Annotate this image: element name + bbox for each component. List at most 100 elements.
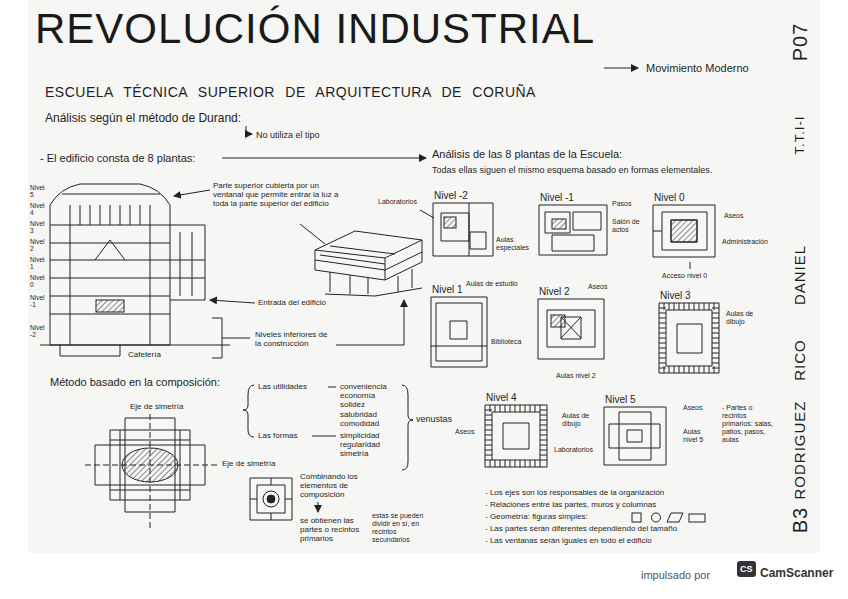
label-text: Nivel 1 <box>30 256 48 271</box>
leader-line <box>420 210 434 218</box>
label-text: Aulas nivel 5 <box>683 428 715 444</box>
floor-plan: Nivel 2 <box>537 286 605 360</box>
plan-hatch <box>552 219 566 229</box>
label-text: Aulas de estudio <box>466 280 518 288</box>
plan-sketch <box>603 406 667 466</box>
label-text: - Los ejes son los responsables de la or… <box>485 488 664 497</box>
leader-line <box>222 158 426 159</box>
plan-heading: Nivel 1 <box>430 284 488 296</box>
plan-walls <box>433 203 493 256</box>
floor-plan: Nivel 1 <box>430 284 488 368</box>
plan-walls <box>539 205 607 255</box>
plan-heading: Nivel 4 <box>484 392 548 404</box>
brace <box>243 385 254 437</box>
label-text: Eje de simetría <box>130 402 183 411</box>
plan-heading: Nivel 5 <box>603 394 667 406</box>
rectangle-icon <box>689 514 705 522</box>
label-text: Pasos <box>612 200 631 208</box>
brace <box>402 385 413 470</box>
leader-line <box>318 502 319 512</box>
label-text: Análisis según el método de Durand: <box>45 112 241 126</box>
vertical-label: P07 <box>789 23 812 62</box>
label-text: Nivel 4 <box>30 202 48 217</box>
label-text: estas se pueden dividir en sí, en recint… <box>372 512 434 544</box>
label-text: Nivel -2 <box>30 324 48 339</box>
label-text: Análisis de las 8 plantas de la Escuela: <box>432 148 622 161</box>
label-text: - Partes o recintos primarios: salas, pa… <box>722 404 774 444</box>
label-text: Nivel 2 <box>30 238 48 253</box>
label-text: Aseos <box>455 428 474 436</box>
label-text: CamScanner <box>760 567 833 581</box>
label-text: Movimiento Moderno <box>646 62 749 75</box>
building-section <box>40 184 230 356</box>
label-text: Aulas nivel 2 <box>556 372 596 380</box>
label-text: se obtienen las partes o recintos primar… <box>300 516 368 544</box>
floor-plan: Nivel 0 <box>652 192 716 258</box>
bracket <box>212 318 250 358</box>
label-text: Laboratorios <box>378 198 417 206</box>
label-text: Nivel 5 <box>30 184 48 199</box>
plan-heading: Nivel 2 <box>537 286 605 298</box>
label-text: - Las partes serán diferentes dependiend… <box>485 524 677 533</box>
plan-heading: Nivel -1 <box>538 192 608 204</box>
label-text: Nivel 3 <box>30 220 48 235</box>
label-text: Laboratorios <box>554 446 593 454</box>
floor-plan: Nivel 5 <box>603 394 667 466</box>
circle-icon <box>652 513 661 522</box>
square-icon <box>632 513 641 522</box>
floor-plan: Nivel 3 <box>658 290 720 374</box>
label-text: - Geometría: figuras simples: <box>485 512 588 521</box>
plan-circle <box>267 495 275 503</box>
title: REVOLUCIÓN INDUSTRIAL <box>35 6 595 52</box>
plan-sketch <box>484 404 548 468</box>
floor-plan: Nivel -1 <box>538 192 608 256</box>
label-text: ESCUELA TÉCNICA SUPERIOR DE ARQUITECTURA… <box>45 84 536 100</box>
vertical-label: RICO <box>791 339 808 381</box>
vertical-label: B3 <box>789 507 812 533</box>
label-text: Biblioteca <box>491 338 521 346</box>
label-text: Aseos <box>683 404 702 412</box>
label-text: Niveles inferiores de la construcción <box>255 330 333 348</box>
leader-line <box>336 300 404 345</box>
parallelogram-icon <box>667 513 683 522</box>
vertical-label: DANIEL <box>791 245 808 305</box>
drawings <box>40 68 705 528</box>
plan-walls <box>485 405 547 467</box>
label-text: Nivel -1 <box>30 294 48 309</box>
label-text: Nivel 0 <box>30 274 48 289</box>
square-plan <box>250 478 292 520</box>
hook-line <box>246 126 252 134</box>
label-text: Salón de actos <box>612 218 646 234</box>
plan-heading: Nivel 0 <box>652 192 716 204</box>
label-text: Cafetería <box>128 350 161 359</box>
dash-line <box>312 387 336 436</box>
leader-line <box>174 190 210 196</box>
symmetry-axis <box>85 414 218 528</box>
floor-plan: Nivel -2 <box>432 190 494 257</box>
label-text: Aseos <box>724 212 743 220</box>
section-hatch <box>96 300 124 312</box>
plan-walls <box>653 205 715 257</box>
label-text: - El edificio consta de 8 plantas: <box>40 152 195 165</box>
label-text: conveniencia economía solidez salubridad… <box>340 382 402 428</box>
floor-plan: Nivel 4 <box>484 392 548 468</box>
label-text: No utiliza el tipo <box>256 130 320 140</box>
building-perspective <box>315 231 422 296</box>
label-text: Todas ellas siguen el mismo esquema basa… <box>432 165 712 175</box>
label-text: CS <box>740 564 753 574</box>
leader-line <box>604 68 638 69</box>
label-text: Eje de simetría <box>222 459 275 468</box>
plan-circle <box>263 491 279 507</box>
label-text: Aulas especiales <box>496 236 536 252</box>
label-text: - Las ventanas serán iguales en todo el … <box>485 536 652 545</box>
vertical-label: T.T.I-I <box>793 116 808 155</box>
plan-hatch <box>444 217 456 228</box>
label-text: impulsado por <box>641 569 710 582</box>
plan-walls <box>538 299 604 359</box>
plan-heading: Nivel -2 <box>432 190 494 202</box>
label-text: Administración <box>722 238 768 246</box>
vertical-label: RODRIGUEZ <box>791 401 808 500</box>
label-text: Las formas <box>258 431 298 440</box>
